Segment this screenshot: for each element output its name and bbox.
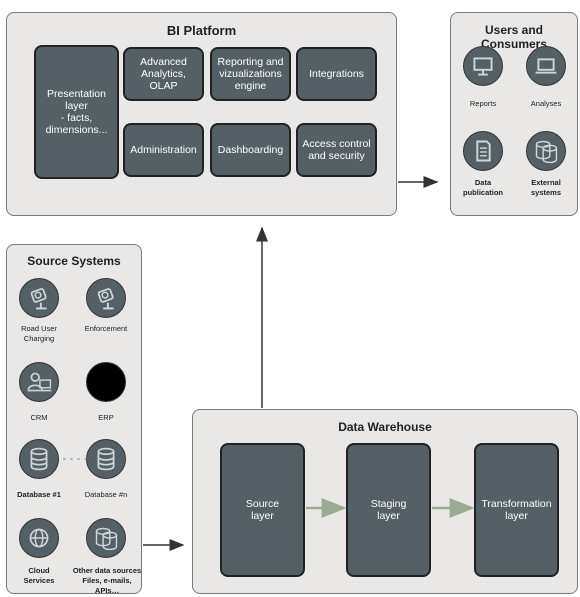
analyses-label: Analyses xyxy=(530,99,562,108)
globe-icon xyxy=(19,518,59,558)
users-title: Users and Consumers xyxy=(480,23,548,51)
server-stack-icon xyxy=(526,131,566,171)
source-systems-title: Source Systems xyxy=(27,254,121,268)
server-stack-icon xyxy=(86,518,126,558)
enforcement-camera-icon xyxy=(86,278,126,318)
database-1-icon xyxy=(19,439,59,479)
erp-label: ERP xyxy=(98,413,114,422)
other-sources-label: Other data sources Files, e-mails, APIs… xyxy=(72,566,142,595)
bi-platform-title: BI Platform xyxy=(166,23,237,38)
users-panel: Users and Consumers xyxy=(450,12,578,216)
cloud-services-label: Cloud Services xyxy=(23,566,55,585)
database-n-label: Database #n xyxy=(84,490,128,499)
reports-label: Reports xyxy=(469,99,497,108)
crm-user-icon xyxy=(19,362,59,402)
document-icon xyxy=(463,131,503,171)
data-publication-label: Data publication xyxy=(463,178,503,197)
data-warehouse-title: Data Warehouse xyxy=(338,420,432,434)
monitor-icon xyxy=(463,46,503,86)
external-systems-label: External systems xyxy=(530,178,562,197)
road-charging-label: Road User Charging xyxy=(21,324,57,343)
crm-label: CRM xyxy=(30,413,48,422)
administration-box: Administration xyxy=(123,123,204,177)
laptop-icon xyxy=(526,46,566,86)
access-control-box: Access control and security xyxy=(296,123,377,177)
source-layer-box: Source layer xyxy=(220,443,305,577)
dashboarding-box: Dashboarding xyxy=(210,123,291,177)
integrations-box: Integrations xyxy=(296,47,377,101)
road-charging-icon xyxy=(19,278,59,318)
staging-layer-box: Staging layer xyxy=(346,443,431,577)
erp-icon xyxy=(86,362,126,402)
presentation-layer-box: Presentation layer - facts, dimensions..… xyxy=(34,45,119,179)
transformation-layer-box: Transformation layer xyxy=(474,443,559,577)
reporting-engine-box: Reporting and vizualizations engine xyxy=(210,47,291,101)
advanced-analytics-box: Advanced Analytics, OLAP xyxy=(123,47,204,101)
database-1-label: Database #1 xyxy=(17,490,61,499)
enforcement-label: Enforcement xyxy=(84,324,128,333)
